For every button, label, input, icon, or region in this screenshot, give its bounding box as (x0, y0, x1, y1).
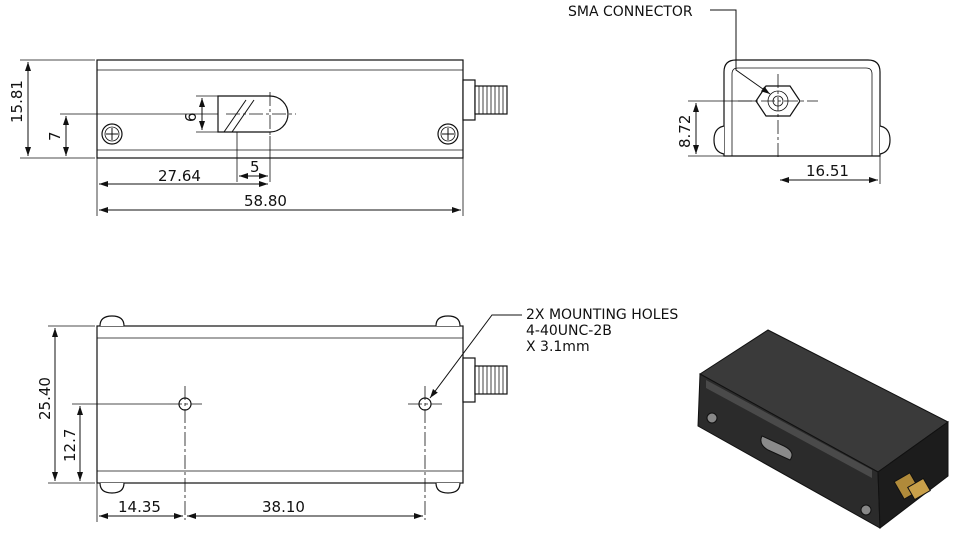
front-screw-right (437, 123, 459, 145)
note-mounting-holes-line1: 2X MOUNTING HOLES (526, 307, 678, 323)
dim-front-slot-height: 7 (46, 131, 64, 141)
label-sma-connector: SMA CONNECTOR (568, 4, 693, 20)
front-sma-connector (462, 79, 508, 121)
dim-front-height: 15.81 (8, 80, 26, 123)
dim-front-slot-position: 27.64 (158, 167, 201, 185)
dim-side-connector-height: 8.72 (676, 115, 694, 148)
bottom-body (96, 325, 464, 484)
note-mounting-holes-line2: 4-40UNC-2B (526, 323, 612, 339)
dim-bottom-hole-spacing: 38.10 (262, 498, 305, 516)
mounting-hole-left (168, 386, 202, 520)
front-screw-left (101, 123, 123, 145)
front-view: 15.81 7 6 5 27.64 58.80 (8, 59, 508, 216)
dim-side-connector-offset: 16.51 (806, 162, 849, 180)
dim-front-slot-width: 6 (182, 112, 200, 122)
dim-front-slot-offset: 5 (250, 158, 260, 176)
bottom-view: 2X MOUNTING HOLES 4-40UNC-2B X 3.1mm 25.… (36, 307, 678, 522)
dim-bottom-width: 25.40 (36, 377, 54, 420)
side-view: SMA CONNECTOR 8.72 16.51 (568, 4, 891, 184)
note-mounting-holes-line3: X 3.1mm (526, 339, 590, 355)
dim-bottom-hole-center: 12.7 (61, 429, 79, 462)
mounting-hole-right (408, 386, 442, 520)
bottom-sma-connector (462, 357, 508, 403)
isometric-view (697, 329, 949, 529)
dim-front-length: 58.80 (244, 192, 287, 210)
dim-bottom-hole1-position: 14.35 (118, 498, 161, 516)
isometric-sma-connector (893, 472, 931, 501)
side-body (723, 59, 881, 157)
